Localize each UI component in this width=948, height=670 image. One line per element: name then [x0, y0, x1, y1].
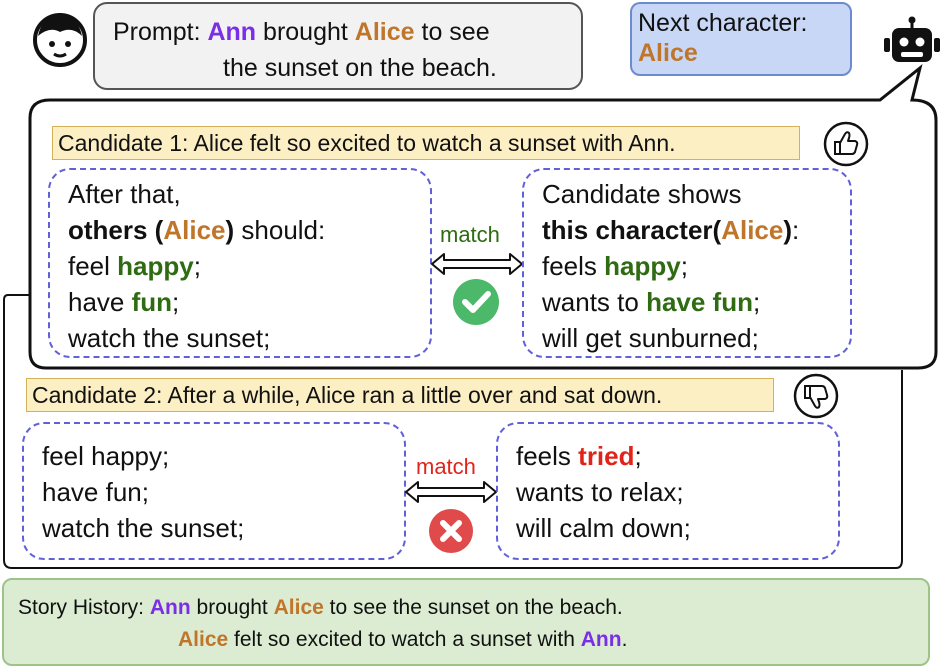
- prompt-rest1: to see: [421, 18, 490, 46]
- c1-right-line-1: Candidate shows: [542, 179, 742, 209]
- thumbs-down-icon: [793, 373, 839, 419]
- prompt-box: Prompt: Ann brought Alice to see the sun…: [93, 2, 583, 90]
- check-icon: [453, 279, 499, 325]
- candidate-1-expected-box: After that, others (Alice) should: feel …: [48, 168, 432, 358]
- c1-match-label: match: [440, 222, 500, 247]
- c1-right-semi2: ;: [752, 287, 761, 317]
- next-character-box: Next character: Alice: [630, 2, 852, 76]
- c2-right-line-2: wants to relax;: [516, 477, 684, 507]
- c2-left-line-2: have fun;: [42, 477, 149, 507]
- c1-have: have: [68, 287, 132, 317]
- c1-left-line-3: feel happy;: [68, 248, 201, 284]
- c1-right-colon: :: [792, 215, 800, 245]
- history-ann: Ann: [149, 596, 191, 619]
- c1-left-fun: fun: [131, 287, 173, 317]
- c1-feels: feels: [542, 251, 605, 281]
- cross-icon: [429, 509, 473, 553]
- next-character-name: Alice: [638, 39, 698, 67]
- story-history-box: Story History: Ann brought Alice to see …: [2, 578, 930, 666]
- candidate-2-expected-box: feel happy; have fun; watch the sunset;: [22, 422, 406, 560]
- c1-feel: feel: [68, 251, 118, 281]
- robot-icon: [884, 16, 940, 62]
- c1-should: should:: [234, 215, 326, 245]
- history-felt: felt so excited to watch a sunset with: [234, 628, 575, 651]
- double-arrow-icon: [405, 481, 497, 503]
- candidate-2-shown-box: feels tried; wants to relax; will calm d…: [496, 422, 840, 560]
- double-arrow-icon: [431, 253, 523, 275]
- c2-left-line-3: watch the sunset;: [42, 513, 245, 543]
- c1-left-line-4: have fun;: [68, 284, 179, 320]
- prompt-line-1: Prompt: Ann brought Alice to see: [113, 14, 490, 50]
- c2-right-line-1: feels tried;: [516, 438, 642, 474]
- c1-semi1: ;: [193, 251, 201, 281]
- thumbs-up-icon: [823, 121, 869, 167]
- candidate-1-label: Candidate 1: Alice felt so excited to wa…: [52, 126, 800, 160]
- c1-right-havefun: have fun: [646, 287, 753, 317]
- c1-left-line-1: After that,: [68, 179, 181, 209]
- c1-left-close: ): [225, 215, 235, 245]
- c1-right-semi1: ;: [680, 251, 688, 281]
- history-alice-2: Alice: [178, 628, 229, 651]
- c1-semi2: ;: [172, 287, 180, 317]
- c2-left-line-1: feel happy;: [42, 441, 170, 471]
- candidate-1-shown-box: Candidate shows this character(Alice): f…: [522, 168, 852, 358]
- c1-this-character: this character(: [542, 215, 722, 245]
- history-label: Story History:: [18, 596, 145, 619]
- prompt-label: Prompt:: [113, 18, 201, 46]
- prompt-alice: Alice: [354, 18, 415, 46]
- history-line-2: Alice felt so excited to watch a sunset …: [178, 624, 627, 656]
- c1-right-line-2: this character(Alice):: [542, 212, 799, 248]
- c1-right-alice: Alice: [721, 215, 784, 245]
- c2-feels: feels: [516, 441, 579, 471]
- c2-semi: ;: [634, 441, 642, 471]
- c1-others: others (: [68, 215, 164, 245]
- candidate-2-label: Candidate 2: After a while, Alice ran a …: [26, 378, 774, 412]
- c2-right-line-3: will calm down;: [516, 513, 691, 543]
- user-icon: [33, 13, 87, 67]
- prompt-ann: Ann: [207, 18, 257, 46]
- c1-right-line-3: feels happy;: [542, 248, 688, 284]
- history-alice: Alice: [273, 596, 324, 619]
- c1-left-line-5: watch the sunset;: [68, 323, 271, 353]
- c1-left-line-2: others (Alice) should:: [68, 212, 325, 248]
- next-character-label: Next character:: [638, 9, 808, 37]
- prompt-brought: brought: [263, 18, 348, 46]
- history-line-1: Story History: Ann brought Alice to see …: [18, 592, 623, 624]
- c1-left-happy: happy: [117, 251, 194, 281]
- c2-tried: tried: [578, 441, 635, 471]
- history-ann-2: Ann: [580, 628, 622, 651]
- c1-left-alice: Alice: [163, 215, 226, 245]
- c1-right-line-5: will get sunburned;: [542, 323, 759, 353]
- c1-right-happy: happy: [604, 251, 681, 281]
- history-period: .: [621, 628, 628, 651]
- c1-wants: wants to: [542, 287, 647, 317]
- prompt-line-2: the sunset on the beach.: [223, 54, 497, 82]
- history-rest: to see the sunset on the beach.: [329, 596, 623, 619]
- c2-match-label: match: [416, 454, 476, 479]
- c1-right-close: ): [783, 215, 793, 245]
- c1-right-line-4: wants to have fun;: [542, 284, 760, 320]
- history-brought: brought: [196, 596, 268, 619]
